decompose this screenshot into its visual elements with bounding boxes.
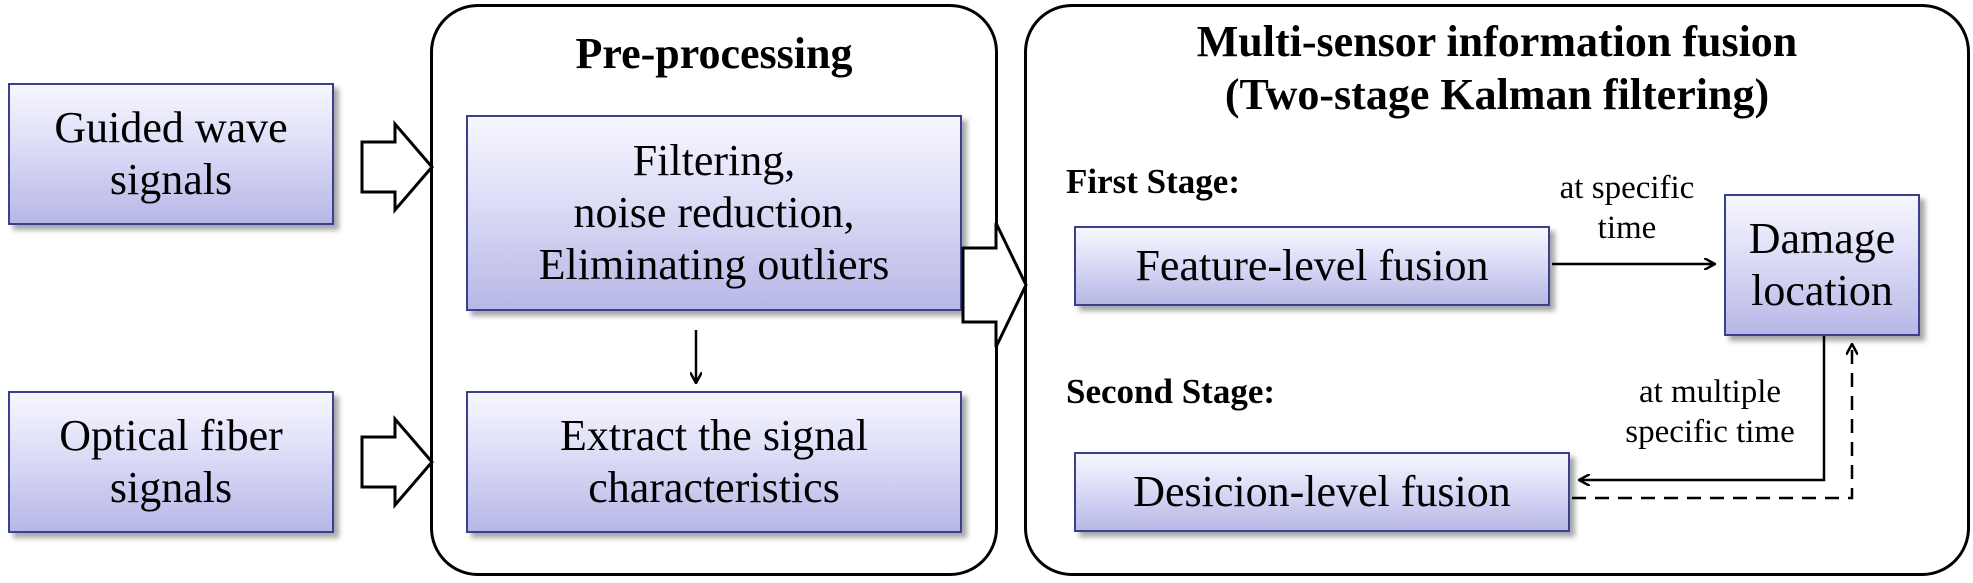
filtering-box: Filtering, noise reduction, Eliminating …: [466, 115, 962, 311]
optical-fiber-signals-box: Optical fiber signals: [8, 391, 334, 533]
second-stage-label: Second Stage:: [1066, 372, 1276, 411]
damage-location-line-1: Damage: [1748, 214, 1896, 264]
at-multiple-time-line-2: specific time: [1625, 414, 1795, 451]
guided-wave-signals-box: Guided wave signals: [8, 83, 334, 225]
at-specific-time-note: at specific time: [1520, 168, 1734, 249]
guided-wave-label-line-2: signals: [109, 155, 233, 204]
optical-fiber-block-arrow: [360, 414, 434, 510]
filtering-line-3: Eliminating outliers: [538, 239, 890, 289]
filtering-line-1: Filtering,: [632, 136, 796, 186]
guided-wave-label-line-1: Guided wave: [54, 103, 288, 153]
fusion-title-line-2: (Two-stage Kalman filtering): [1224, 69, 1770, 119]
optical-fiber-label-line-2: signals: [109, 463, 233, 512]
extract-line-2: characteristics: [588, 463, 840, 512]
fusion-title: Multi-sensor information fusion (Two-sta…: [1024, 16, 1970, 122]
first-stage-label: First Stage:: [1066, 162, 1240, 201]
fusion-title-line-1: Multi-sensor information fusion: [1196, 17, 1798, 66]
damage-location-line-2: location: [1751, 266, 1893, 315]
optical-fiber-label-line-1: Optical fiber: [59, 411, 283, 461]
feature-level-fusion-box: Feature-level fusion: [1074, 226, 1550, 306]
extract-line-1: Extract the signal: [560, 411, 868, 461]
at-multiple-time-line-1: at multiple: [1638, 374, 1782, 410]
at-specific-time-line-1: at specific: [1559, 170, 1695, 206]
decision-level-fusion-box: Desicion-level fusion: [1074, 452, 1570, 532]
preprocessing-title: Pre-processing: [575, 29, 853, 78]
guided-wave-block-arrow: [360, 119, 434, 215]
at-specific-time-line-2: time: [1597, 210, 1657, 247]
at-multiple-time-note: at multiple specific time: [1580, 372, 1840, 453]
filtering-line-2: noise reduction,: [573, 188, 855, 238]
extract-characteristics-box: Extract the signal characteristics: [466, 391, 962, 533]
damage-location-box: Damage location: [1724, 194, 1920, 336]
